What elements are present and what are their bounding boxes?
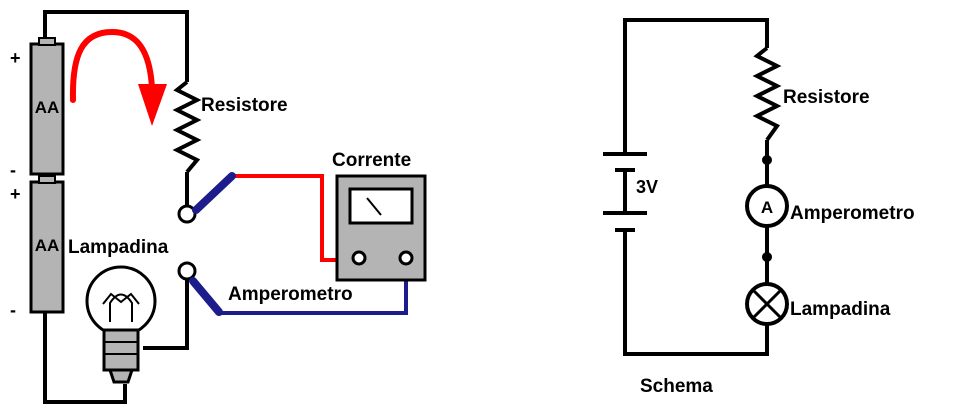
battery-top-label: AA xyxy=(35,98,60,117)
battery-top-body xyxy=(29,42,65,176)
ammeter-meter xyxy=(335,174,427,282)
schematic-ammeter-label: Amperometro xyxy=(790,203,915,224)
bottom-wire xyxy=(43,312,127,404)
battery-bottom-label: AA xyxy=(35,236,60,255)
blue-probe-clip xyxy=(189,277,223,316)
battery-bottom: AA xyxy=(29,175,65,314)
sign-plus-top: + xyxy=(10,48,21,68)
junction-dot xyxy=(762,155,772,165)
battery-bottom-body xyxy=(29,180,65,314)
meter-terminal-right xyxy=(398,250,414,266)
ammeter-symbol-letter: A xyxy=(761,198,773,217)
upper-terminal xyxy=(177,204,197,224)
red-probe-clip xyxy=(192,172,236,214)
current-direction-arrow-icon xyxy=(69,28,167,126)
meter-terminal-left xyxy=(351,250,367,266)
meter-needle-icon xyxy=(366,197,382,216)
battery-top-nub xyxy=(38,37,56,46)
sign-minus-top: - xyxy=(10,160,16,180)
voltage-label: 3V xyxy=(636,177,658,197)
lightbulb-icon xyxy=(85,265,157,384)
lamp-symbol-icon xyxy=(745,282,789,326)
lamp-return-wire xyxy=(143,280,189,350)
current-label: Corrente xyxy=(332,150,411,171)
schematic-resistor-icon xyxy=(752,46,782,142)
schematic-bottom-wire xyxy=(623,230,769,356)
resistor-zigzag xyxy=(172,80,202,174)
meter-face xyxy=(348,187,414,225)
schematic-circuit: 3V Resistore A Amperometro Lampadina Sch… xyxy=(603,18,915,397)
battery-symbol-icon xyxy=(603,152,647,232)
lamp-label: Lampadina xyxy=(68,237,169,258)
schematic-top-wire xyxy=(623,18,769,154)
red-probe-wire xyxy=(230,174,352,262)
pictorial-wires xyxy=(43,10,189,404)
sign-plus-bottom: + xyxy=(10,184,21,204)
schematic-resistor-label: Resistore xyxy=(783,87,870,108)
lower-terminal xyxy=(177,261,197,281)
ammeter-symbol: A xyxy=(745,184,789,228)
battery-bottom-nub xyxy=(38,175,56,184)
battery-top: AA xyxy=(29,37,65,176)
schematic-lamp-label: Lampadina xyxy=(790,299,891,320)
pictorial-circuit: AA AA + - + - Resistore xyxy=(10,10,427,404)
ammeter-label: Amperometro xyxy=(228,284,353,305)
junction-dot xyxy=(762,252,772,262)
sign-minus-bottom: - xyxy=(10,300,16,320)
resistor-label: Resistore xyxy=(201,95,288,116)
top-wire xyxy=(43,10,189,82)
schematic-caption: Schema xyxy=(640,376,713,397)
ammeter-circle-icon xyxy=(745,184,789,228)
